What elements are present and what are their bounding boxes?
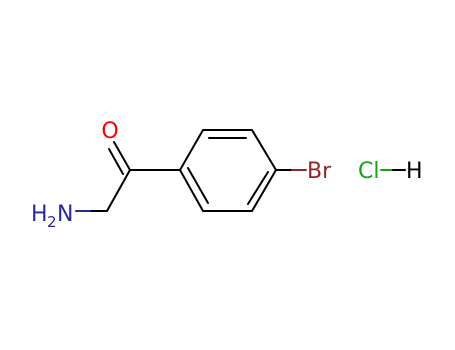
ring-bond-4: [251, 169, 277, 212]
amine-subscript: 2: [47, 213, 57, 231]
chlorine-label: Cl: [358, 159, 379, 184]
amine-h-label: H: [31, 202, 48, 227]
ring-bond-1: [179, 129, 204, 171]
hydrogen-label: H: [406, 159, 423, 184]
carbonyl-bond-1: [113, 141, 131, 171]
atom-labels: O H 2 N Br Cl H: [31, 119, 423, 231]
bonds: [75, 129, 406, 212]
bond-c-ch2: [106, 169, 131, 212]
ring-inner-3: [187, 167, 209, 204]
ring-bond-6: [179, 169, 204, 212]
ring-inner-2: [247, 171, 269, 205]
oxygen-label: O: [101, 119, 118, 144]
bromine-label: Br: [307, 159, 332, 184]
ring-bond-3: [251, 129, 277, 171]
carbonyl-bond-2: [108, 148, 124, 175]
amine-n-label: N: [57, 202, 73, 227]
